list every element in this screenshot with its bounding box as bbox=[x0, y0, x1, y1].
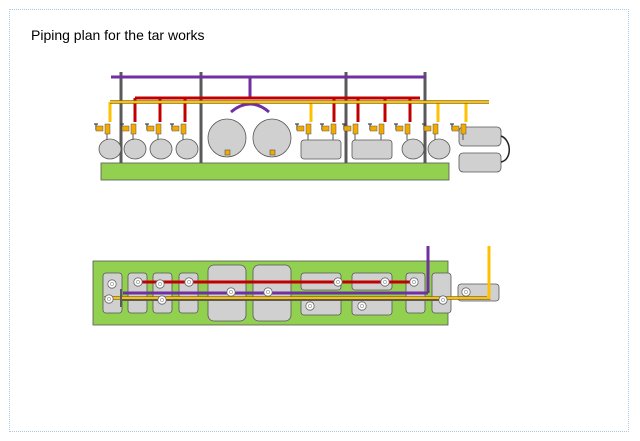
purple-pipe bbox=[111, 75, 426, 114]
document-frame bbox=[9, 9, 629, 432]
valve-icon bbox=[422, 123, 439, 140]
flange-icon bbox=[184, 277, 194, 287]
valve-icon bbox=[394, 123, 411, 140]
valve-icon bbox=[295, 123, 312, 140]
tanks bbox=[98, 118, 502, 173]
valve-icon bbox=[368, 123, 385, 140]
flange-icon bbox=[333, 277, 343, 287]
flange-icon bbox=[461, 287, 471, 297]
valve-icon bbox=[120, 123, 137, 140]
flange-icon bbox=[107, 279, 117, 289]
flange-icon bbox=[104, 294, 114, 304]
plan-gray-pipe bbox=[120, 289, 443, 307]
flange-icon bbox=[357, 301, 367, 311]
valve-icon bbox=[450, 123, 467, 140]
flange-icon bbox=[380, 277, 390, 287]
flange-icon bbox=[226, 287, 236, 297]
yellow-pipe bbox=[108, 100, 489, 122]
flange-icon bbox=[157, 295, 167, 305]
flange-icon bbox=[305, 301, 315, 311]
plan-yellow-pipe bbox=[104, 246, 491, 300]
tank-outlets bbox=[224, 149, 276, 156]
page-title: Piping plan for the tar works bbox=[31, 27, 205, 43]
elevation-base bbox=[100, 162, 450, 181]
elevation-view bbox=[94, 72, 510, 181]
flange-icon bbox=[409, 277, 419, 287]
plan-view bbox=[92, 246, 500, 326]
valve-icon bbox=[94, 123, 111, 140]
flange-icon bbox=[155, 279, 165, 289]
plan-flanges bbox=[104, 277, 471, 311]
valve-icon bbox=[145, 123, 162, 140]
valve-icon bbox=[342, 123, 359, 140]
elevation-valves bbox=[94, 123, 467, 140]
valve-icon bbox=[320, 123, 337, 140]
valve-icon bbox=[170, 123, 187, 140]
flange-icon bbox=[263, 287, 273, 297]
connector-loop bbox=[500, 135, 510, 163]
plan-purple-pipe bbox=[123, 246, 430, 295]
flange-icon bbox=[438, 295, 448, 305]
flange-icon bbox=[133, 277, 143, 287]
